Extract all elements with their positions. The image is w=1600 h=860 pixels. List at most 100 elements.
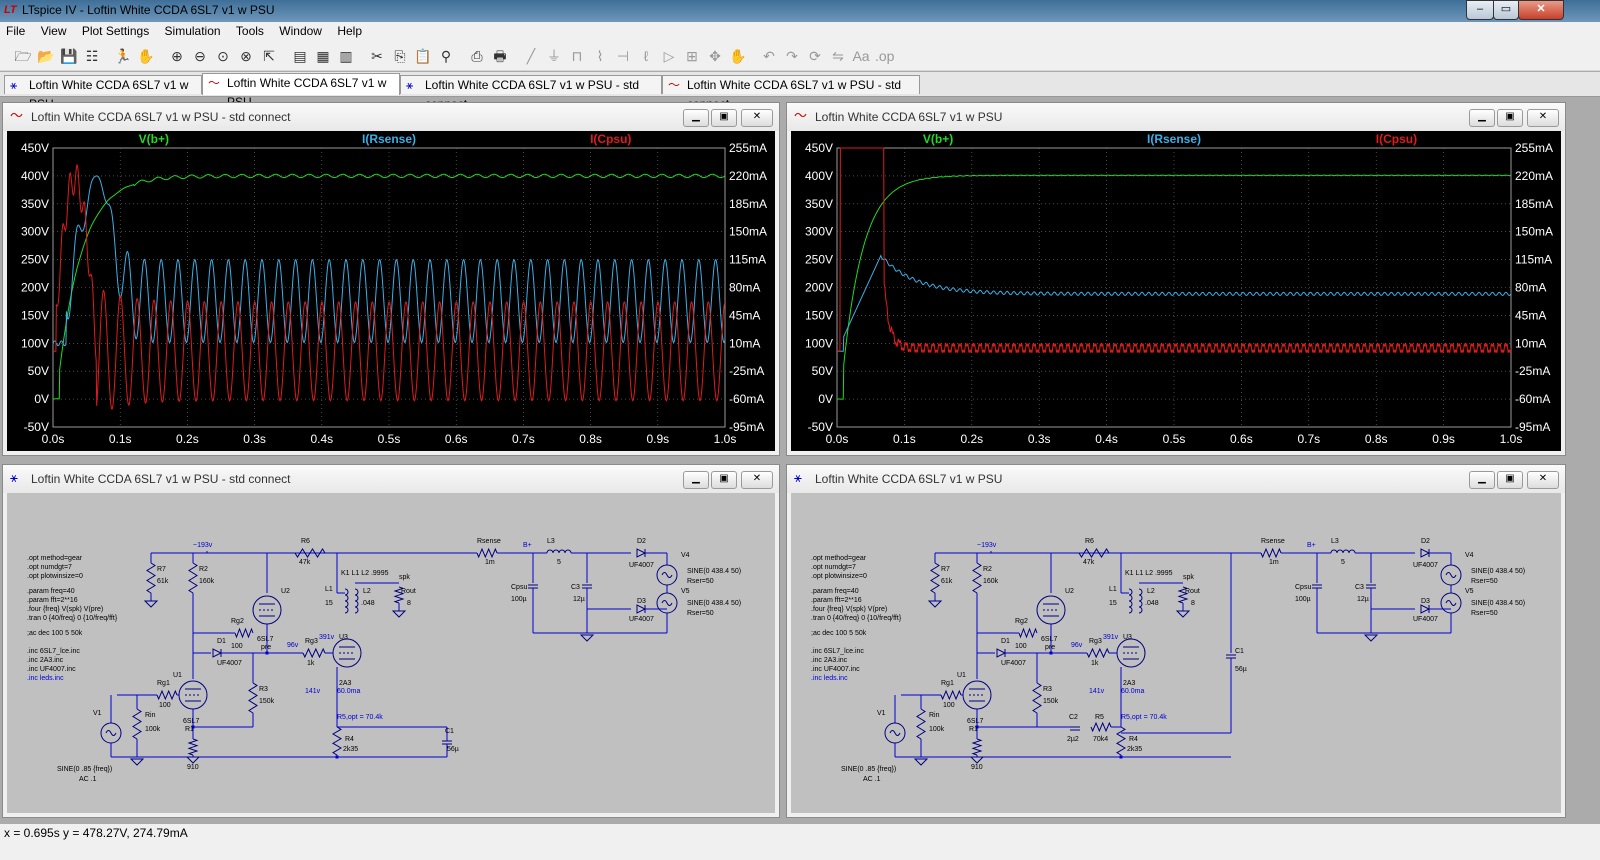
tab-schematic-std[interactable]: ⚹ Loftin White CCDA 6SL7 v1 w PSU - std … xyxy=(400,75,662,111)
print-setup-icon[interactable]: ⎙ xyxy=(471,48,483,64)
spice-directive[interactable]: .param fft=2**16 xyxy=(811,597,862,604)
resistor-r6[interactable] xyxy=(1078,548,1110,558)
spice-directive-icon[interactable]: .op xyxy=(875,48,895,64)
resistor-r7[interactable] xyxy=(930,562,940,594)
inductor-l1[interactable] xyxy=(1128,588,1133,614)
spice-directive[interactable]: .inc leds.inc xyxy=(27,675,64,682)
plot-window-psu[interactable]: 〜 Loftin White CCDA 6SL7 v1 w PSU ▁ ▣ ✕ … xyxy=(786,102,1566,456)
legend-entry[interactable]: I(Rsense) xyxy=(1147,132,1201,146)
menu-file[interactable]: File xyxy=(6,24,26,38)
minimize-button[interactable]: ▁ xyxy=(1469,471,1495,489)
spice-directive[interactable]: .inc UF4007.inc xyxy=(27,666,76,673)
maximize-button[interactable]: ▣ xyxy=(1497,471,1523,489)
text-icon[interactable]: Aa xyxy=(852,48,870,64)
resistor-rsense[interactable] xyxy=(1260,547,1282,559)
diode-d2[interactable] xyxy=(636,548,647,558)
series-icpsu[interactable] xyxy=(837,147,1511,353)
resistor-r2[interactable] xyxy=(972,562,982,594)
halt-icon[interactable]: ✋ xyxy=(137,48,155,64)
diode-d1[interactable] xyxy=(996,648,1007,658)
wire-icon[interactable]: ╱ xyxy=(526,48,536,64)
label-icon[interactable]: ⊓ xyxy=(571,48,583,64)
schematic-window-std[interactable]: ⚹ Loftin White CCDA 6SL7 v1 w PSU - std … xyxy=(2,464,780,818)
tab-waveform-std[interactable]: 〜 Loftin White CCDA 6SL7 v1 w PSU - std … xyxy=(662,75,920,111)
plot-window-std[interactable]: 〜 Loftin White CCDA 6SL7 v1 w PSU - std … xyxy=(2,102,780,456)
close-button[interactable]: ✕ xyxy=(741,109,773,127)
schematic-window-psu[interactable]: ⚹ Loftin White CCDA 6SL7 v1 w PSU ▁ ▣ ✕ … xyxy=(786,464,1566,818)
tile-horizontal-icon[interactable]: ▤ xyxy=(293,48,307,64)
resistor-rg3[interactable] xyxy=(302,647,326,659)
schematic-drawing[interactable]: .opt method=gear.opt numdgt=7.opt plotwi… xyxy=(791,493,1563,815)
spice-directive[interactable]: .inc UF4007.inc xyxy=(811,666,860,673)
resistor-rg2[interactable] xyxy=(1018,627,1038,639)
tile-vertical-icon[interactable]: ▥ xyxy=(339,48,353,64)
print-icon[interactable]: 🖶 xyxy=(493,48,507,64)
schematic-canvas[interactable]: .opt method=gear.opt numdgt=7.opt plotwi… xyxy=(791,493,1561,813)
open-schematic-icon[interactable]: 🗁 xyxy=(14,48,32,64)
resistor-r3[interactable] xyxy=(1032,682,1042,714)
schematic-drawing[interactable]: .opt method=gear.opt numdgt=7.opt plotwi… xyxy=(7,493,777,815)
minimize-button[interactable]: ▁ xyxy=(683,109,709,127)
resistor-r2[interactable] xyxy=(188,562,198,594)
inductor-l3[interactable] xyxy=(1330,549,1356,554)
close-button[interactable]: ✕ xyxy=(741,471,773,489)
spice-directive[interactable]: .tran 0 {40/freq} 0 {10/freq/fft} xyxy=(811,615,902,622)
legend-entry[interactable]: V(b+) xyxy=(923,132,953,146)
spice-directive[interactable]: .four {freq} V(spk) V(pre) xyxy=(811,606,887,613)
resistor-rg1[interactable] xyxy=(156,689,178,701)
spice-directive[interactable]: .inc leds.inc xyxy=(811,675,848,682)
app-minimize-button[interactable]: – xyxy=(1466,0,1494,20)
resistor-r1[interactable] xyxy=(971,738,983,756)
drag-icon[interactable]: ✋ xyxy=(729,48,747,64)
maximize-button[interactable]: ▣ xyxy=(711,109,737,127)
resistor-rout[interactable] xyxy=(393,586,405,604)
minimize-button[interactable]: ▁ xyxy=(1469,109,1495,127)
series-irsense[interactable] xyxy=(53,175,725,347)
resistor-r4[interactable] xyxy=(1116,726,1126,756)
diode-d3[interactable] xyxy=(636,604,647,614)
copy-icon[interactable]: ⎘ xyxy=(394,48,406,64)
resistor-r6[interactable] xyxy=(294,548,326,558)
series-vb[interactable] xyxy=(837,174,1511,400)
component-icon[interactable]: ⊞ xyxy=(686,48,698,64)
paste-icon[interactable]: 📋 xyxy=(414,48,432,64)
close-button[interactable]: ✕ xyxy=(1527,109,1559,127)
resistor-rsense[interactable] xyxy=(476,547,498,559)
inductor-l2[interactable] xyxy=(1138,588,1143,614)
ground-icon[interactable]: ⏚ xyxy=(547,48,561,64)
zoom-out-icon[interactable]: ⊖ xyxy=(194,48,206,64)
spice-directive[interactable]: ;ac dec 100 5 50k xyxy=(27,630,83,637)
close-button[interactable]: ✕ xyxy=(1527,471,1559,489)
resistor-r1[interactable] xyxy=(187,738,199,756)
undo-icon[interactable]: ↶ xyxy=(763,48,775,64)
minimize-button[interactable]: ▁ xyxy=(683,471,709,489)
capacitor-icon[interactable]: ⊣ xyxy=(616,48,630,64)
spice-directive[interactable]: .inc 6SL7_lce.inc xyxy=(27,648,80,655)
spice-directive[interactable]: .inc 2A3.inc xyxy=(27,657,64,664)
spice-directive[interactable]: .opt numdgt=7 xyxy=(27,564,72,571)
diode-d1[interactable] xyxy=(212,648,223,658)
spice-directive[interactable]: .opt method=gear xyxy=(811,555,867,562)
menu-plot-settings[interactable]: Plot Settings xyxy=(81,24,150,38)
rotate-icon[interactable]: ⟳ xyxy=(809,48,821,64)
autorange-icon[interactable]: ⇱ xyxy=(263,48,275,64)
spice-directive[interactable]: .tran 0 {40/freq} 0 {10/freq/fft} xyxy=(27,615,118,622)
cancel-zoom-icon[interactable]: ⊗ xyxy=(240,48,252,64)
legend-entry[interactable]: I(Cpsu) xyxy=(1376,132,1417,146)
schematic-canvas[interactable]: .opt method=gear.opt numdgt=7.opt plotwi… xyxy=(7,493,775,813)
spice-directive[interactable]: .param freq=40 xyxy=(27,588,75,595)
inductor-l1[interactable] xyxy=(344,588,349,614)
resistor-rg3[interactable] xyxy=(1086,647,1110,659)
app-close-button[interactable]: ✕ xyxy=(1518,0,1564,20)
resistor-rout[interactable] xyxy=(1177,586,1189,604)
tab-schematic[interactable]: ⚹ Loftin White CCDA 6SL7 v1 w PSU xyxy=(4,75,202,111)
spice-directive[interactable]: .opt method=gear xyxy=(27,555,83,562)
maximize-button[interactable]: ▣ xyxy=(1497,109,1523,127)
cut-icon[interactable]: ✂ xyxy=(371,48,383,64)
app-restore-button[interactable]: ▭ xyxy=(1493,0,1519,20)
resistor-r7[interactable] xyxy=(146,562,156,594)
menu-help[interactable]: Help xyxy=(337,24,362,38)
spice-directive[interactable]: .inc 2A3.inc xyxy=(811,657,848,664)
